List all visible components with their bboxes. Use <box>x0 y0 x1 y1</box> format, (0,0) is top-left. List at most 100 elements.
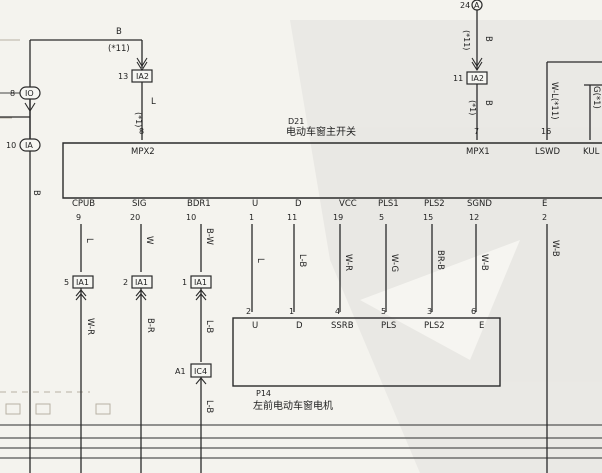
svg-text:PLS2: PLS2 <box>424 199 445 209</box>
svg-text:SGND: SGND <box>467 199 492 209</box>
svg-text:W-G: W-G <box>389 254 399 272</box>
svg-text:8: 8 <box>10 89 15 98</box>
svg-text:IA2: IA2 <box>471 74 484 83</box>
wire-label-right-edge: G(*1) <box>591 86 601 109</box>
background-watermark <box>290 20 602 473</box>
svg-text:U: U <box>252 321 258 331</box>
switch-top-pins: 8 MPX2 7 MPX1 16 LSWD KUL <box>131 127 600 157</box>
svg-text:LSWD: LSWD <box>535 147 561 157</box>
wire-label-cpub-top: L <box>84 238 94 243</box>
svg-text:5: 5 <box>64 278 69 287</box>
window-motor-box: P14 左前电动车窗电机 <box>232 317 501 412</box>
wire-label-sig-top: W <box>144 236 154 245</box>
svg-text:11: 11 <box>287 213 297 222</box>
svg-text:IA1: IA1 <box>194 278 207 287</box>
svg-text:SSRB: SSRB <box>331 321 354 331</box>
svg-text:8: 8 <box>139 127 144 136</box>
svg-text:13: 13 <box>118 72 128 81</box>
svg-text:IC4: IC4 <box>194 367 207 376</box>
svg-text:U: U <box>252 199 258 209</box>
svg-text:W-B: W-B <box>550 240 560 257</box>
svg-text:E: E <box>479 321 484 331</box>
svg-text:2: 2 <box>246 307 251 316</box>
top-middle-feed: A 24 (*11) B IA2 11 (*1) B <box>453 0 493 140</box>
wire-code-top-mid-2: (*1) <box>468 100 477 115</box>
motor-box-id: P14 <box>256 389 271 398</box>
ref-a-letter: A <box>474 1 480 10</box>
svg-text:MPX2: MPX2 <box>131 147 155 157</box>
svg-text:E: E <box>542 199 547 209</box>
connector-arrow-marks <box>24 57 483 385</box>
motor-wires: L L-B W-R W-G BR-B W-B W-B <box>251 224 560 473</box>
svg-text:2: 2 <box>123 278 128 287</box>
svg-text:12: 12 <box>469 213 479 222</box>
bottom-border-lines <box>0 424 602 459</box>
svg-text:15: 15 <box>423 213 433 222</box>
ref-a-num: 24 <box>460 1 470 10</box>
svg-text:W-R: W-R <box>343 254 353 271</box>
svg-text:9: 9 <box>76 213 81 222</box>
svg-text:PLS1: PLS1 <box>378 199 399 209</box>
svg-text:BDR1: BDR1 <box>187 199 211 209</box>
svg-text:PLS: PLS <box>381 321 396 331</box>
svg-text:IA2: IA2 <box>136 72 149 81</box>
wire-label-top-mid-b: B <box>483 36 493 42</box>
wire-label-top-left-l: L <box>151 97 156 107</box>
svg-text:SIG: SIG <box>132 199 147 209</box>
wire-label-top-mid-b2: B <box>483 100 493 106</box>
svg-text:VCC: VCC <box>339 199 357 209</box>
svg-text:PLS2: PLS2 <box>424 321 445 331</box>
svg-text:4: 4 <box>335 307 340 316</box>
svg-text:7: 7 <box>474 127 479 136</box>
left-dashed-grid <box>0 39 111 415</box>
bdr1-branch: B-W IA1 1 L-B IC4 A1 L-B <box>175 224 214 473</box>
svg-text:1: 1 <box>249 213 254 222</box>
svg-text:10: 10 <box>6 141 16 150</box>
svg-text:IA1: IA1 <box>76 278 89 287</box>
svg-text:2: 2 <box>542 213 547 222</box>
ia2-left-connector: IA2 13 <box>118 69 153 83</box>
svg-text:IA: IA <box>25 141 33 150</box>
svg-text:CPUB: CPUB <box>72 199 95 209</box>
svg-text:W-B: W-B <box>479 254 489 271</box>
svg-text:BR-B: BR-B <box>435 250 445 270</box>
svg-text:19: 19 <box>333 213 343 222</box>
wire-label-cpub-bottom: W-R <box>85 318 95 335</box>
svg-text:11: 11 <box>453 74 463 83</box>
sig-branch: W IA1 2 B-R <box>123 224 155 473</box>
svg-text:1: 1 <box>182 278 187 287</box>
cpub-branch: L IA1 5 W-R <box>64 224 95 473</box>
wire-code-top-left: (*11) <box>108 44 130 54</box>
switch-box-name: 电动车窗主开关 <box>286 125 356 138</box>
svg-text:IA1: IA1 <box>135 278 148 287</box>
motor-box-name: 左前电动车窗电机 <box>253 399 333 412</box>
switch-box-id: D21 <box>288 117 304 126</box>
svg-text:L-B: L-B <box>297 254 307 267</box>
svg-text:1: 1 <box>289 307 294 316</box>
svg-text:IO: IO <box>25 89 34 98</box>
master-switch-box: D21 电动车窗主开关 <box>62 117 602 199</box>
svg-text:3: 3 <box>427 307 432 316</box>
svg-text:A1: A1 <box>175 367 186 376</box>
wire-label-lswd: W-L(*11) <box>549 82 559 120</box>
svg-text:5: 5 <box>381 307 386 316</box>
wire-label-sig-bottom: B-R <box>145 318 155 333</box>
svg-text:D: D <box>296 321 303 331</box>
wire-label-bdr1-mid: L-B <box>204 320 214 333</box>
wire-label-left-vertical: B <box>31 190 41 196</box>
wire-label-bdr1-bottom: L-B <box>204 400 214 413</box>
svg-text:L: L <box>255 258 265 263</box>
svg-text:D: D <box>295 199 302 209</box>
svg-text:MPX1: MPX1 <box>466 147 490 157</box>
svg-text:6: 6 <box>471 307 476 316</box>
svg-text:KUL: KUL <box>583 147 600 157</box>
right-edge-wires: W-L(*11) G(*1) <box>546 61 602 140</box>
switch-bottom-pins: CPUB 9 SIG 20 BDR1 10 U 1 D 11 VCC 19 PL… <box>72 199 547 222</box>
wire-label-top-left-b: B <box>116 27 122 37</box>
wire-label-bdr1-top: B-W <box>204 228 214 246</box>
motor-pins: 2 U 1 D 4 SSRB 5 PLS 3 PLS2 6 E <box>246 307 484 331</box>
wire-code-top-mid: (*11) <box>462 30 471 50</box>
svg-text:16: 16 <box>541 127 551 136</box>
top-left-feed: B (*11) IA2 13 (*1) L <box>29 27 156 473</box>
